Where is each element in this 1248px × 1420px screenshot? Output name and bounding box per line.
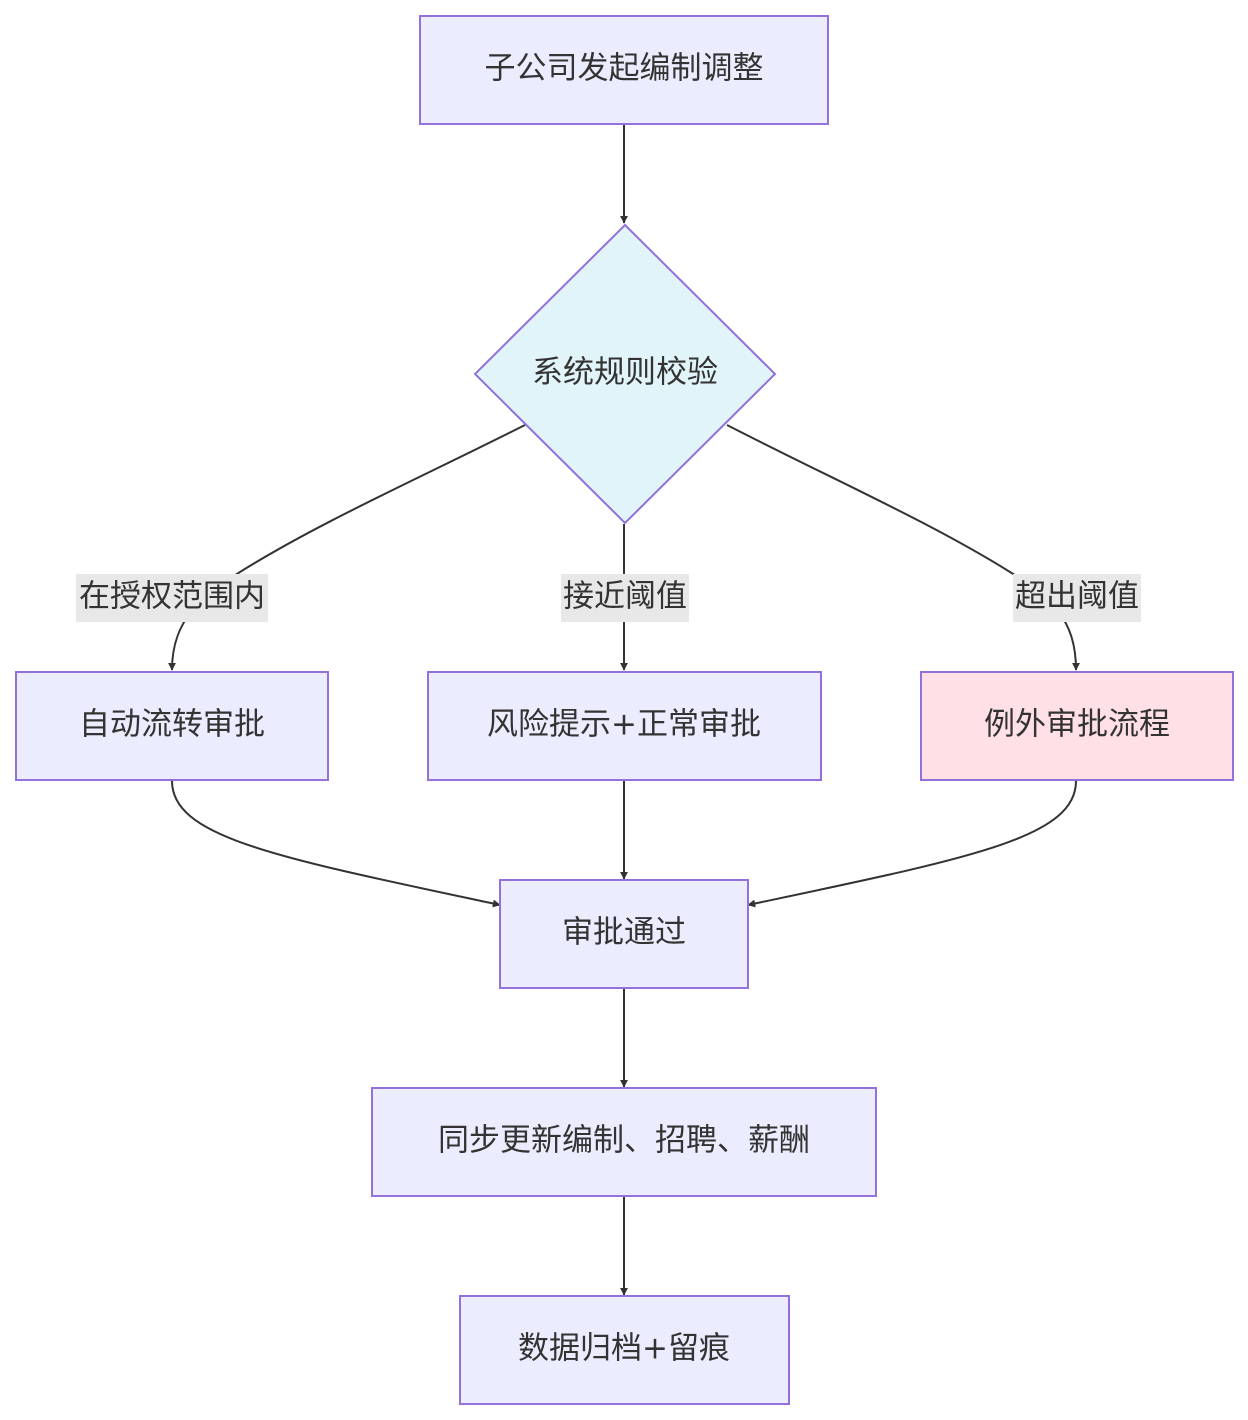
node-start: 子公司发起编制调整 [419,15,829,125]
node-auto: 自动流转审批 [15,671,329,781]
edge-check-to-auto [168,424,526,671]
node-exception: 例外审批流程 [920,671,1234,781]
node-sync-label: 同步更新编制、招聘、薪酬 [438,1123,810,1159]
node-start-box [419,15,829,125]
edge-label-within-bg [76,574,268,622]
node-sync-box [371,1087,877,1197]
node-check: 系统规则校验 [473,223,777,525]
node-exception-label: 例外审批流程 [984,707,1170,743]
node-risk-box [427,671,822,781]
edge-label-over: 超出阈值 [1013,574,1141,622]
node-approved-label: 审批通过 [562,915,686,951]
edge-label-within-text: 在授权范围内 [79,579,265,615]
edge-label-over-bg [1013,574,1141,622]
edge-auto-to-approved [171,780,501,908]
edge-label-near-bg [561,574,689,622]
edge-label-near: 接近阈值 [561,574,689,622]
node-exception-box [920,671,1234,781]
edge-label-within: 在授权范围内 [76,574,268,622]
node-start-label: 子公司发起编制调整 [485,51,764,87]
node-approved-box [499,879,749,989]
node-archive-box [459,1295,790,1405]
edge-check-to-exception [726,424,1080,671]
node-auto-box [15,671,329,781]
node-archive-label: 数据归档+留痕 [518,1331,730,1367]
node-check-diamond [473,223,777,525]
node-check-label: 系统规则校验 [532,355,718,391]
node-archive: 数据归档+留痕 [459,1295,790,1405]
node-approved: 审批通过 [499,879,749,989]
edge-label-over-text: 超出阈值 [1015,579,1139,615]
node-risk-label: 风险提示+正常审批 [487,707,761,743]
edge-label-near-text: 接近阈值 [563,579,687,615]
edges [168,125,1080,1296]
edge-exception-to-approved [747,780,1077,908]
node-auto-label: 自动流转审批 [79,707,265,743]
node-risk: 风险提示+正常审批 [427,671,822,781]
node-sync: 同步更新编制、招聘、薪酬 [371,1087,877,1197]
